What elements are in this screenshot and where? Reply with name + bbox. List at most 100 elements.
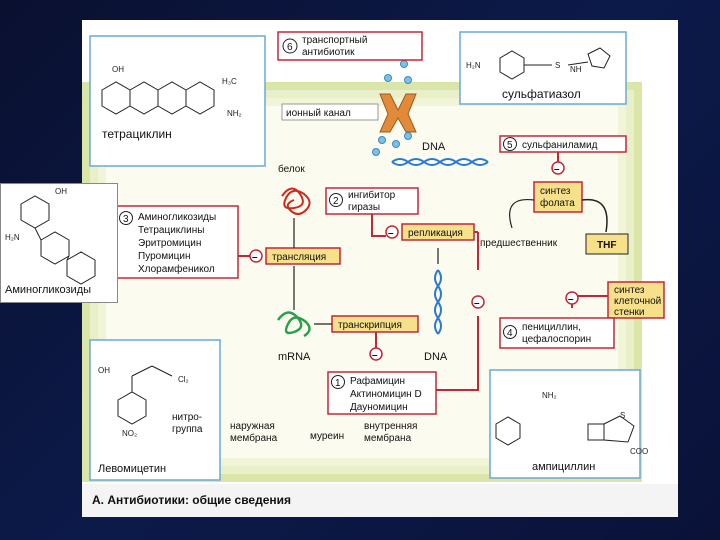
tetracycline-oh: OH	[112, 65, 124, 74]
box1-transcription-inhibitors	[327, 371, 437, 415]
ampicillin-structure	[495, 415, 635, 446]
tetracycline-structure	[101, 81, 215, 115]
ion-channel-label: ионный канал	[286, 108, 351, 119]
translation-label: трансляция	[272, 252, 326, 263]
box2-inhibit-line	[371, 214, 386, 237]
levomycetin-oh: OH	[98, 366, 110, 375]
box3-number-circle	[119, 211, 133, 225]
box3-translation-inhibitors	[115, 205, 239, 279]
ampicillin-box	[489, 369, 641, 479]
aminoglycoside-oh: OH	[55, 187, 67, 196]
mrna-label: mRNA	[278, 351, 311, 363]
box4-penicillin	[499, 317, 615, 349]
tetracycline-name: тетрациклин	[102, 127, 172, 141]
folate-to-thf-curve	[581, 198, 608, 233]
inner-membrane-label-1: внутренняя	[364, 421, 417, 432]
ampicillin-nh2: NH₂	[542, 391, 557, 400]
box3-item-2: Эритромицин	[138, 238, 201, 249]
ampicillin-s: S	[620, 411, 625, 420]
box3-item-4: Хлорамфеникол	[138, 263, 215, 275]
cellwall-label-3: стенки	[614, 307, 645, 318]
aminoglycosides-inset: H₂N OH Аминогликозиды	[0, 183, 118, 303]
box4-number-circle	[503, 325, 517, 339]
aminoglycoside-structure: H₂N OH	[5, 187, 96, 285]
ion-channel-icon	[379, 93, 417, 133]
translation-minus-circle	[249, 249, 263, 263]
box6-number: 6	[287, 42, 293, 53]
translation-box	[265, 247, 341, 265]
nitro-label-2: группа	[172, 424, 203, 435]
antibiotics-diagram: A. Антибиотики: общие сведения наружная …	[82, 20, 678, 517]
dna-top-label: DNA	[422, 141, 446, 153]
transcription-minus-circle	[369, 347, 383, 361]
transcription-minus: –	[372, 350, 378, 361]
folate-synthesis-box	[533, 181, 583, 213]
box2-number-circle	[329, 193, 343, 207]
sulfathiazole-nh: NH	[570, 65, 582, 74]
box5-number-circle	[503, 137, 517, 151]
diagram-panel: A. Антибиотики: общие сведения наружная …	[0, 20, 678, 517]
box4-line1: пенициллин,	[522, 322, 581, 333]
box1-number: 1	[335, 378, 341, 389]
outer-membrane-label-2: мембрана	[230, 432, 278, 444]
box3-item-3: Пуромицин	[138, 251, 191, 262]
box2-line2: гиразы	[348, 202, 380, 213]
nitro-label-1: нитро-	[172, 412, 202, 423]
dna-helix-bottom-2	[434, 269, 442, 335]
ampicillin-name: ампициллин	[532, 461, 595, 473]
folate-label-1: синтез	[540, 186, 571, 197]
tetracycline-box	[89, 35, 266, 167]
box5-minus-circle	[551, 161, 565, 175]
box1-inhibit-line	[436, 316, 479, 391]
cellwall-label-1: синтез	[614, 285, 645, 296]
transcription-label: транскрипция	[338, 320, 402, 331]
levomycetin-no2: NO₂	[122, 429, 137, 438]
dna-helix-top-2	[391, 158, 489, 166]
thf-label: THF	[597, 240, 616, 251]
box1-item-0: Рафамицин	[350, 375, 405, 387]
box4-number: 4	[507, 328, 513, 339]
ampicillin-coo: COO	[630, 447, 648, 456]
replication-minus-circle	[385, 225, 399, 239]
cellwall-minus: –	[568, 294, 574, 305]
sulfathiazole-name: сульфатиазол	[502, 87, 581, 101]
translation-minus: –	[252, 252, 258, 263]
inner-membrane-label-2: мембрана	[364, 432, 412, 444]
tetracycline-h3c: H₃C	[222, 77, 237, 86]
box3-item-0: Аминогликозиды	[138, 212, 216, 223]
sulfathiazole-s: S	[555, 61, 560, 70]
levomycetin-name: Левомицетин	[98, 463, 166, 475]
box2-line1: ингибитор	[348, 189, 396, 201]
replication-minus: –	[388, 228, 394, 239]
levomycetin-cl2: Cl₂	[178, 375, 189, 384]
levomycetin-box	[89, 339, 221, 481]
box5-sulfanilamide	[499, 135, 627, 153]
box6-line1: транспортный	[302, 35, 367, 46]
folate-precursor-curve	[509, 198, 535, 229]
sulfathiazole-box	[459, 31, 627, 105]
box6-transport-antibiotic	[277, 31, 423, 61]
protein-coil-icon	[281, 187, 311, 215]
box5-label: сульфаниламид	[522, 139, 598, 151]
box1-item-1: Актиномицин D	[350, 389, 422, 400]
replication-lower-minus: –	[474, 298, 480, 309]
murein-label: муреин	[310, 431, 344, 442]
tetracycline-nh2: NH₂	[227, 109, 242, 118]
box1-item-2: Дауномицин	[350, 402, 408, 413]
cellwall-minus-circle	[565, 291, 579, 305]
sulfathiazole-h2n: H₂N	[466, 61, 481, 70]
transport-particles	[372, 60, 412, 156]
box2-number: 2	[333, 196, 339, 207]
levomycetin-structure	[117, 365, 173, 425]
box6-line2: антибиотик	[302, 46, 355, 58]
footer-title: A. Антибиотики: общие сведения	[92, 493, 291, 507]
dna-bottom-label: DNA	[424, 351, 448, 363]
precursor-label: предшественник	[480, 238, 558, 249]
mrna-icon	[276, 311, 311, 338]
protein-label: белок	[278, 163, 305, 175]
box6-number-circle	[282, 38, 298, 54]
box5-minus: –	[554, 164, 560, 175]
box5-number: 5	[507, 140, 513, 151]
cellwall-synthesis-box	[607, 281, 665, 319]
box1-number-circle	[331, 375, 345, 389]
